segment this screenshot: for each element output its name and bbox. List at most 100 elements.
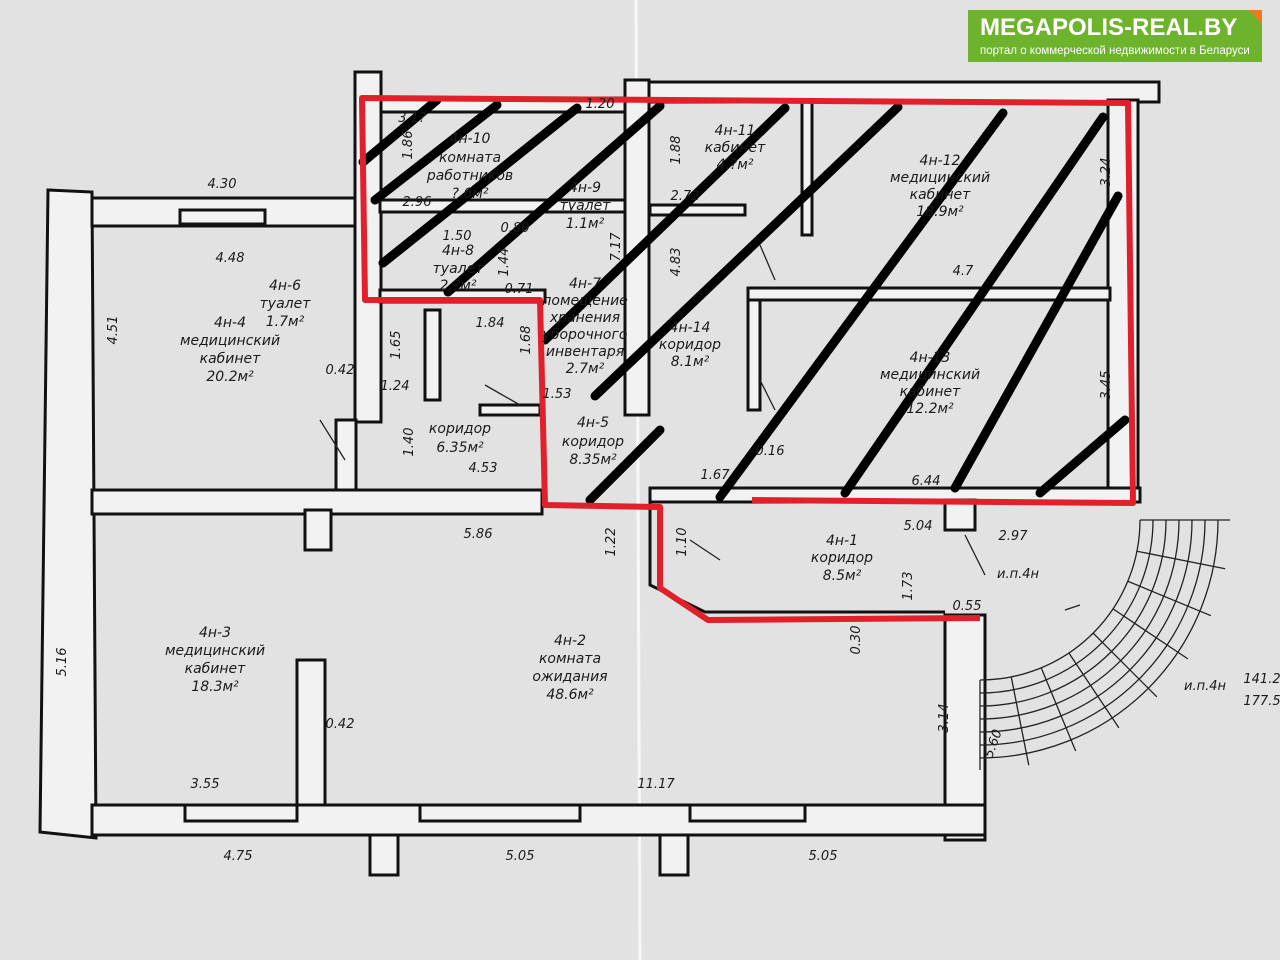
svg-text:туалет: туалет <box>433 261 485 277</box>
svg-text:ожидания: ожидания <box>532 669 607 685</box>
logo-subtitle: портал о коммерческой недвижимости в Бел… <box>980 45 1250 57</box>
svg-text:медицинский: медицинский <box>880 367 980 383</box>
dim: 4.48 <box>216 251 245 266</box>
svg-text:20.2м²: 20.2м² <box>206 369 254 385</box>
pier <box>368 833 400 877</box>
svg-text:4н-9: 4н-9 <box>569 180 601 196</box>
svg-text:4.?м²: 4.?м² <box>717 157 754 173</box>
svg-text:48.6м²: 48.6м² <box>546 687 594 703</box>
stair-tread <box>1068 652 1120 729</box>
dim: 1.68 <box>519 326 534 355</box>
wall-4n6 <box>423 308 442 402</box>
svg-text:4н-14: 4н-14 <box>670 320 711 336</box>
svg-text:2.?м²: 2.?м² <box>440 278 477 294</box>
wall-right-lower <box>943 613 987 842</box>
dim: 0.80 <box>501 221 530 236</box>
window <box>688 803 807 823</box>
stairs <box>979 519 1230 770</box>
svg-text:4н-4: 4н-4 <box>214 315 246 331</box>
svg-text:8.1м²: 8.1м² <box>671 354 710 370</box>
room-4n-2: 4н-2 комната ожидания 48.6м² <box>532 633 607 703</box>
dim: 3.45 <box>1099 371 1114 400</box>
dim: 3.1? <box>398 111 426 126</box>
site-logo[interactable]: MEGAPOLIS-REAL.BY портал о коммерческой … <box>968 10 1262 62</box>
entrance-value-2: 177.5 <box>1243 694 1280 709</box>
dim: 0.55 <box>953 599 982 614</box>
svg-text:18.3м²: 18.3м² <box>191 679 239 695</box>
hatch-lines <box>358 95 1130 505</box>
svg-text:комната: комната <box>439 150 501 166</box>
svg-text:4н-2: 4н-2 <box>554 633 586 649</box>
dim: 1.10 <box>675 528 690 557</box>
svg-text:8.5м²: 8.5м² <box>823 568 862 584</box>
pier <box>658 833 690 877</box>
svg-text:4н-12: 4н-12 <box>920 153 961 169</box>
dim: 2.96 <box>403 195 432 210</box>
svg-text:комната: комната <box>539 651 601 667</box>
svg-text:4н-7: 4н-7 <box>569 276 601 292</box>
svg-text:кабинет: кабинет <box>200 351 262 367</box>
dim: 1.88 <box>669 136 684 165</box>
dim: 2.97 <box>999 529 1029 544</box>
dim: 5.05 <box>809 849 838 864</box>
window <box>418 803 582 823</box>
svg-text:4н-6: 4н-6 <box>269 278 301 294</box>
dim: 1.53 <box>543 387 572 402</box>
svg-text:12.2м²: 12.2м² <box>906 401 954 417</box>
dim: 1.50 <box>443 229 472 244</box>
svg-text:?.6м²: ?.6м² <box>452 186 489 202</box>
stair-tread <box>1040 667 1077 752</box>
dim: 4.83 <box>669 248 684 277</box>
wall-4n10 <box>378 198 627 214</box>
dim: 0.16 <box>756 444 785 459</box>
svg-text:коридор: коридор <box>811 550 873 566</box>
dim: 0.71 <box>505 282 534 297</box>
svg-text:4н-11: 4н-11 <box>715 123 756 139</box>
svg-text:кабинет: кабинет <box>900 384 962 400</box>
dim: 4.53 <box>469 461 498 476</box>
dim: 1.86 <box>401 131 416 160</box>
entrance-value-1: 141.2 <box>1243 672 1280 687</box>
logo-corner-fold-icon <box>1248 10 1262 24</box>
dim: 11.17 <box>637 777 675 792</box>
svg-text:8.35м²: 8.35м² <box>569 452 617 468</box>
dim: 7.17 <box>609 232 624 262</box>
svg-text:уборочного: уборочного <box>542 327 628 343</box>
wall-4n4 <box>334 418 358 492</box>
highlighted-area-outline <box>359 95 1136 623</box>
svg-text:кабинет: кабинет <box>910 187 972 203</box>
svg-text:2.7м²: 2.7м² <box>566 361 605 377</box>
dim: 2.72 <box>671 189 700 204</box>
svg-text:18.9м²: 18.9м² <box>916 204 964 220</box>
entrance-label: и.п.4н <box>997 567 1039 582</box>
dim: 4.75 <box>224 849 253 864</box>
svg-text:4н-10: 4н-10 <box>450 131 491 147</box>
wall-interior <box>295 658 327 807</box>
dim: 1.67 <box>701 468 731 483</box>
dim: 5.86 <box>464 527 493 542</box>
svg-text:коридор: коридор <box>562 434 624 450</box>
stair-tread <box>1112 608 1189 660</box>
dim: 0.42 <box>326 717 355 732</box>
dim: 1.84 <box>476 316 505 331</box>
svg-text:4н-1: 4н-1 <box>826 533 858 549</box>
dim: 0.42 <box>326 363 355 378</box>
dim: 1.22 <box>604 528 619 557</box>
svg-text:6.35м²: 6.35м² <box>436 440 484 456</box>
dim: 6.44 <box>912 474 941 489</box>
wall-left-wing <box>353 70 383 424</box>
dim: 1.65 <box>389 331 404 360</box>
window <box>178 208 267 226</box>
svg-text:кабинет: кабинет <box>185 661 247 677</box>
